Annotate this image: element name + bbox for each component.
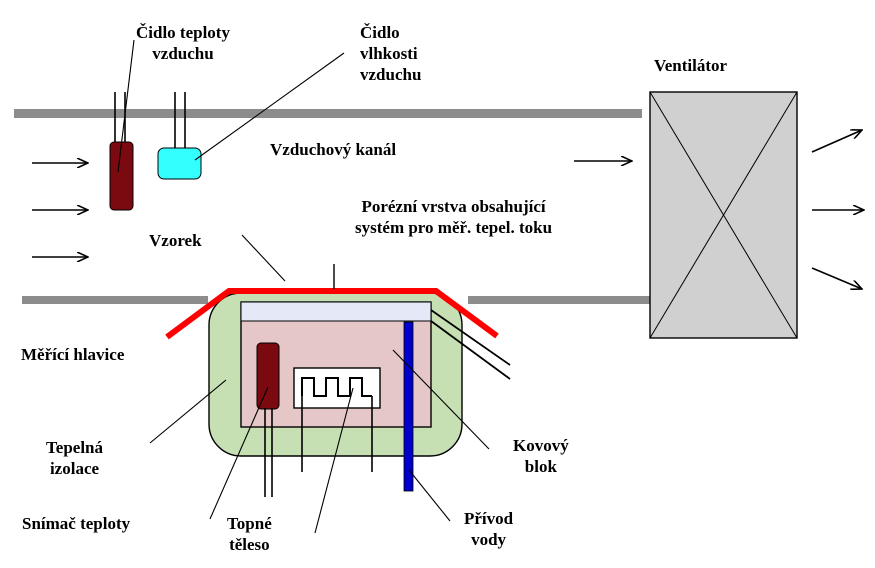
outflow-arrow [811,130,862,153]
leader-line [241,234,286,282]
porous-layer [240,301,432,322]
leader-line [408,469,451,522]
temperature-sensor-label: Snímač teploty [22,514,131,533]
duct-bottom-wall-left [22,296,208,304]
air-humidity-sensor [157,92,202,180]
measuring-head-label: Měřící hlavice [21,345,125,364]
duct-top-wall [14,109,642,118]
water-inlet-label: Přívod vody [464,509,514,549]
sample-label: Vzorek [149,231,202,250]
air-humidity-sensor-label: Čidlo vlhkosti vzduchu [360,23,422,84]
heater-element [293,367,381,472]
porous-layer-wire [430,320,511,380]
leader-line [392,349,490,450]
duct-bottom-wall-right [468,296,650,304]
porous-layer-label: Porézní vrstva obsahující systém pro měř… [355,197,553,237]
temperature-sensor [256,342,280,497]
air-temperature-sensor-label: Čidlo teploty vzduchu [136,23,230,63]
leader-line [149,379,227,444]
air-duct-label: Vzduchový kanál [270,140,397,159]
thermal-insulation-label: Tepelná izolace [46,438,104,478]
leader-line [209,386,269,520]
sample-strip [165,288,499,340]
heater-label: Topné těleso [227,514,272,554]
fan-label: Ventilátor [654,56,728,75]
metal-block-label: Kovový blok [513,436,569,476]
porous-layer-wire [430,309,511,366]
outflow-arrow [811,267,862,289]
leader-line [314,387,354,534]
leader-line [117,39,135,173]
leader-line [194,52,345,161]
water-pipe [403,321,414,492]
fan-box [649,91,798,339]
